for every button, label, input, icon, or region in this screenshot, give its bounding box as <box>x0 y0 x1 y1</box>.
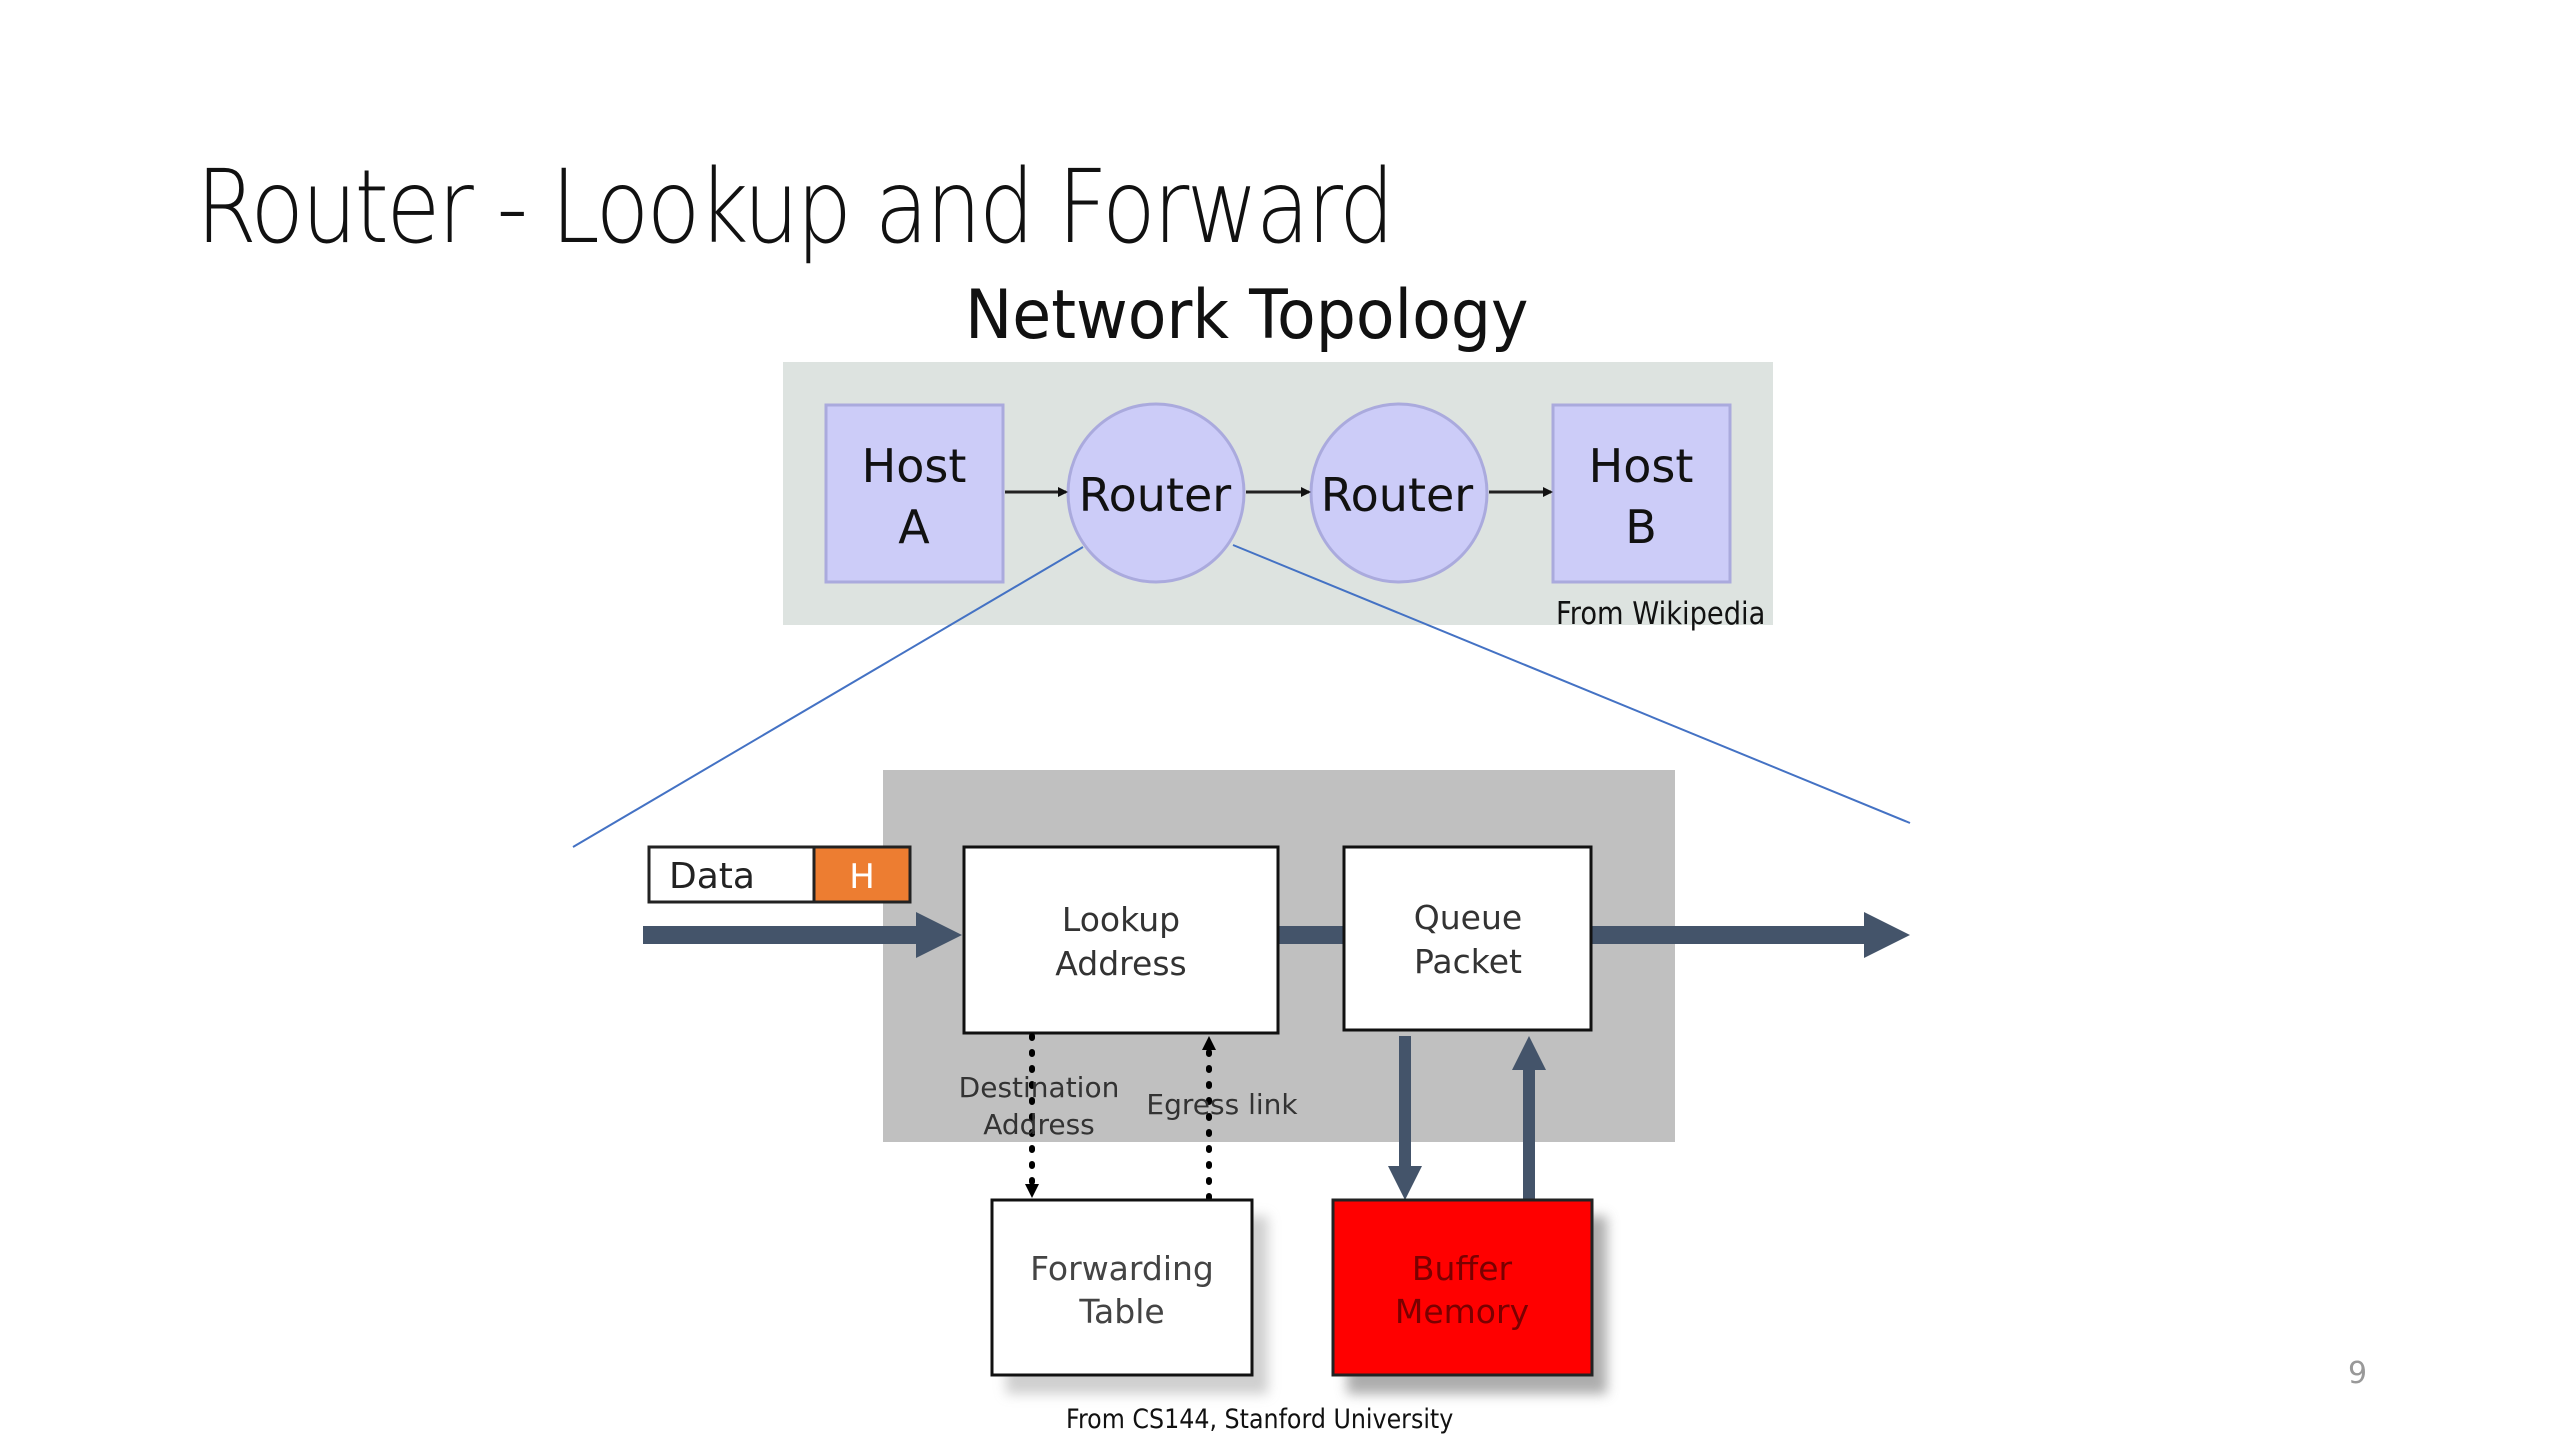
packet: Data H <box>647 845 912 904</box>
host-b-line2: B <box>1625 500 1657 554</box>
destination-label-line1: Destination <box>959 1071 1120 1104</box>
output-arrow <box>1591 912 1910 958</box>
lookup-line1: Lookup <box>1062 900 1180 939</box>
host-a-line2: A <box>898 500 930 554</box>
forwarding-table-line2: Table <box>1078 1292 1164 1331</box>
queue-line1: Queue <box>1414 898 1522 937</box>
queue-to-buffer-arrow <box>1388 1036 1422 1200</box>
buffer-memory-box <box>1331 1198 1594 1377</box>
page-number: 9 <box>2348 1356 2368 1391</box>
router-1-label: Router <box>1079 468 1232 522</box>
cs144-credit: From CS144, Stanford University <box>1066 1404 1454 1435</box>
buffer-memory-line1: Buffer <box>1412 1249 1513 1288</box>
slide-title: Router - Lookup and Forward <box>196 148 1395 267</box>
packet-header-segment <box>812 845 912 904</box>
forwarding-table-box <box>990 1198 1254 1377</box>
router-1-node: Router <box>1066 402 1246 584</box>
lookup-to-queue-connector <box>1278 926 1344 944</box>
packet-data-segment <box>647 845 816 904</box>
packet-data-label: Data <box>669 856 755 897</box>
zoom-line-right <box>1232 544 1911 824</box>
host-b-node: Host B <box>1551 403 1732 584</box>
buffer-memory-line2: Memory <box>1395 1292 1529 1331</box>
lookup-line2: Address <box>1055 944 1186 983</box>
host-b-line1: Host <box>1589 439 1694 493</box>
destination-label-line2: Address <box>983 1108 1095 1141</box>
buffer-to-queue-arrow <box>1512 1036 1546 1200</box>
packet-header-label: H <box>849 857 875 897</box>
zoom-line-left <box>572 546 1084 848</box>
host-a-node: Host A <box>824 403 1005 584</box>
queue-packet-box <box>1342 845 1593 1032</box>
wikipedia-credit: From Wikipedia <box>1556 596 1766 632</box>
input-arrow <box>643 912 962 958</box>
router-2-node: Router <box>1309 402 1489 584</box>
egress-link-label: Egress link <box>1146 1088 1298 1121</box>
router-2-label: Router <box>1321 468 1474 522</box>
forwarding-table-line1: Forwarding <box>1030 1249 1214 1288</box>
host-a-line1: Host <box>862 439 967 493</box>
lookup-address-box <box>962 845 1280 1035</box>
queue-line2: Packet <box>1414 942 1522 981</box>
topology-title: Network Topology <box>965 276 1529 355</box>
